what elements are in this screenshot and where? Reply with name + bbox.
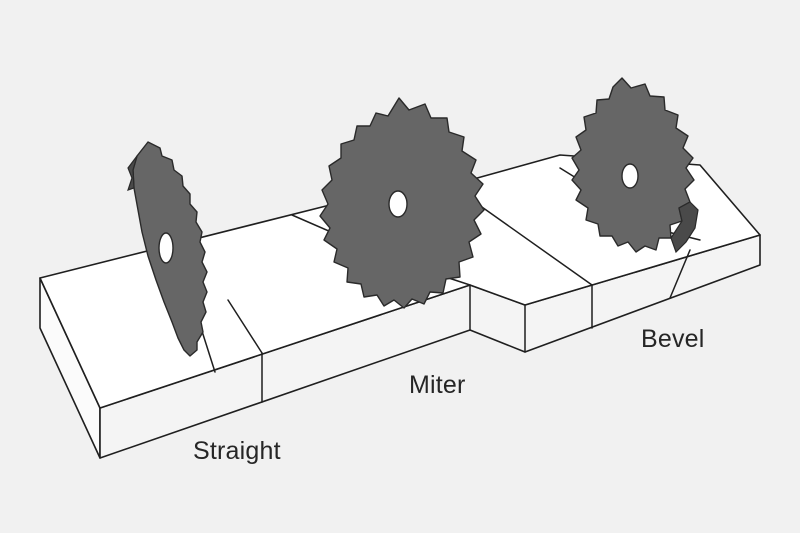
miter-label: Miter <box>409 371 466 399</box>
bevel-label: Bevel <box>641 325 705 353</box>
saw-blade-icon <box>571 77 699 254</box>
straight-label: Straight <box>193 437 281 465</box>
saw-blade-icon <box>127 141 208 357</box>
saw-blade-icon <box>319 97 485 309</box>
